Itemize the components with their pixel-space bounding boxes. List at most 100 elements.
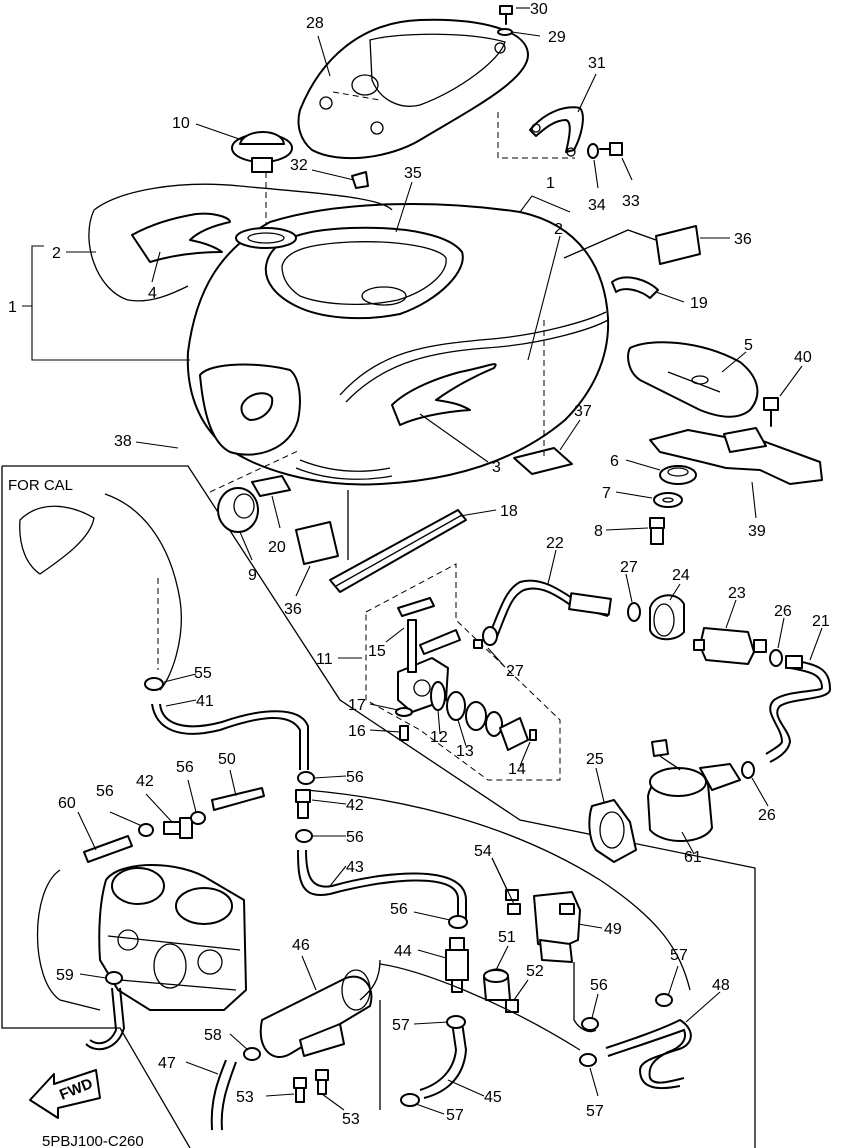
callout-56-a: 56: [346, 769, 364, 786]
callout-39: 39: [748, 523, 766, 540]
callout-43: 43: [346, 859, 364, 876]
bolt-8: [649, 517, 665, 545]
canister-46: [259, 959, 381, 1058]
callout-1-left: 1: [8, 299, 17, 316]
fuel-cap: [231, 131, 293, 228]
carburetor-assembly: [98, 864, 247, 1011]
callout-35: 35: [404, 165, 422, 182]
clip-32: [351, 171, 369, 189]
callout-40: 40: [794, 349, 812, 366]
callout-32: 32: [290, 157, 308, 174]
callout-7: 7: [602, 485, 611, 502]
callout-25: 25: [586, 751, 604, 768]
callout-53-b: 53: [342, 1111, 360, 1128]
clip-57-b: [400, 1093, 420, 1107]
callout-1-right: 1: [546, 175, 555, 192]
joint-42-center: [295, 789, 311, 819]
callout-56-left: 56: [96, 783, 114, 800]
clip-59: [105, 971, 123, 985]
clip-27: [627, 602, 641, 622]
side-cover: [297, 18, 529, 160]
callout-45: 45: [484, 1089, 502, 1106]
callout-33: 33: [622, 193, 640, 210]
fuel-pump-61: [647, 739, 741, 843]
callout-57-a: 57: [392, 1017, 410, 1034]
callout-60: 60: [58, 795, 76, 812]
bolt-53-a: [293, 1077, 307, 1103]
for-cal-region-outline: [1, 465, 756, 1148]
callout-2-left: 2: [52, 245, 61, 262]
bolt-40: [763, 397, 779, 427]
leader-lines: [22, 7, 823, 1115]
bolt-30: [499, 5, 513, 25]
damper-strip-18: [329, 509, 467, 593]
callout-58: 58: [204, 1027, 222, 1044]
callout-28: 28: [306, 15, 324, 32]
callout-56-b: 56: [346, 829, 364, 846]
washer-29: [497, 28, 513, 36]
callout-15: 15: [368, 643, 386, 660]
seat-bracket-5: [627, 341, 759, 418]
label-37: [513, 447, 573, 475]
callout-52: 52: [526, 963, 544, 980]
mount-plate-39: [649, 427, 823, 485]
drawing-code: 5PBJ100-C260: [42, 1133, 144, 1148]
bolt-53-b: [315, 1069, 329, 1095]
callout-57-right: 57: [670, 947, 688, 964]
callouts: 30 29 28 31 10 32 35 1 33 34 2 36 2 4 1 …: [8, 1, 830, 1128]
callout-41: 41: [196, 693, 214, 710]
clip-58: [243, 1047, 261, 1061]
callout-42-left: 42: [136, 773, 154, 790]
callout-36-right: 36: [734, 231, 752, 248]
bolt-16: [399, 725, 409, 741]
callout-36-left: 36: [284, 601, 302, 618]
clip-26: [769, 649, 783, 667]
callout-27-top: 27: [620, 559, 638, 576]
callout-8: 8: [594, 523, 603, 540]
callout-9: 9: [248, 567, 257, 584]
washer-34: [587, 143, 599, 159]
callout-46: 46: [292, 937, 310, 954]
callout-31: 31: [588, 55, 606, 72]
clip-26-lower: [741, 761, 755, 779]
screw-14: [529, 729, 537, 741]
tank-emblem-left: [88, 183, 393, 302]
damper-6: [659, 465, 697, 485]
callout-2-right: 2: [554, 221, 563, 238]
callout-24: 24: [672, 567, 690, 584]
clip-55: [144, 677, 164, 691]
callout-44: 44: [394, 943, 412, 960]
callout-14: 14: [508, 761, 526, 778]
cover-plate-14: [499, 717, 529, 751]
callout-47: 47: [158, 1055, 176, 1072]
callout-56-e: 56: [390, 901, 408, 918]
callout-49: 49: [604, 921, 622, 938]
bracket-31: [529, 106, 584, 157]
fitting-44: [445, 937, 469, 993]
label-36-left: [295, 521, 339, 565]
grommet-9: [217, 487, 259, 533]
seal-19: [611, 276, 659, 299]
bracket-25: [588, 799, 637, 863]
callout-10: 10: [172, 115, 190, 132]
callout-5: 5: [744, 337, 753, 354]
callout-37: 37: [574, 403, 592, 420]
fwd-arrow-icon: FWD: [29, 1069, 101, 1119]
callout-55: 55: [194, 665, 212, 682]
holder-24: [649, 594, 685, 641]
callout-19: 19: [690, 295, 708, 312]
callout-53-a: 53: [236, 1089, 254, 1106]
washer-17: [395, 707, 413, 717]
callout-26-lower: 26: [758, 807, 776, 824]
callout-29: 29: [548, 29, 566, 46]
bolt-33: [599, 142, 623, 156]
bracket-51: [483, 968, 511, 1001]
clip-57-c: [655, 993, 673, 1007]
callout-38: 38: [114, 433, 132, 450]
clip-56-d: [190, 811, 206, 825]
clip-57-d: [579, 1053, 597, 1067]
callout-48: 48: [712, 977, 730, 994]
gasket-12: [430, 681, 446, 711]
hose-end-27: [473, 626, 498, 649]
